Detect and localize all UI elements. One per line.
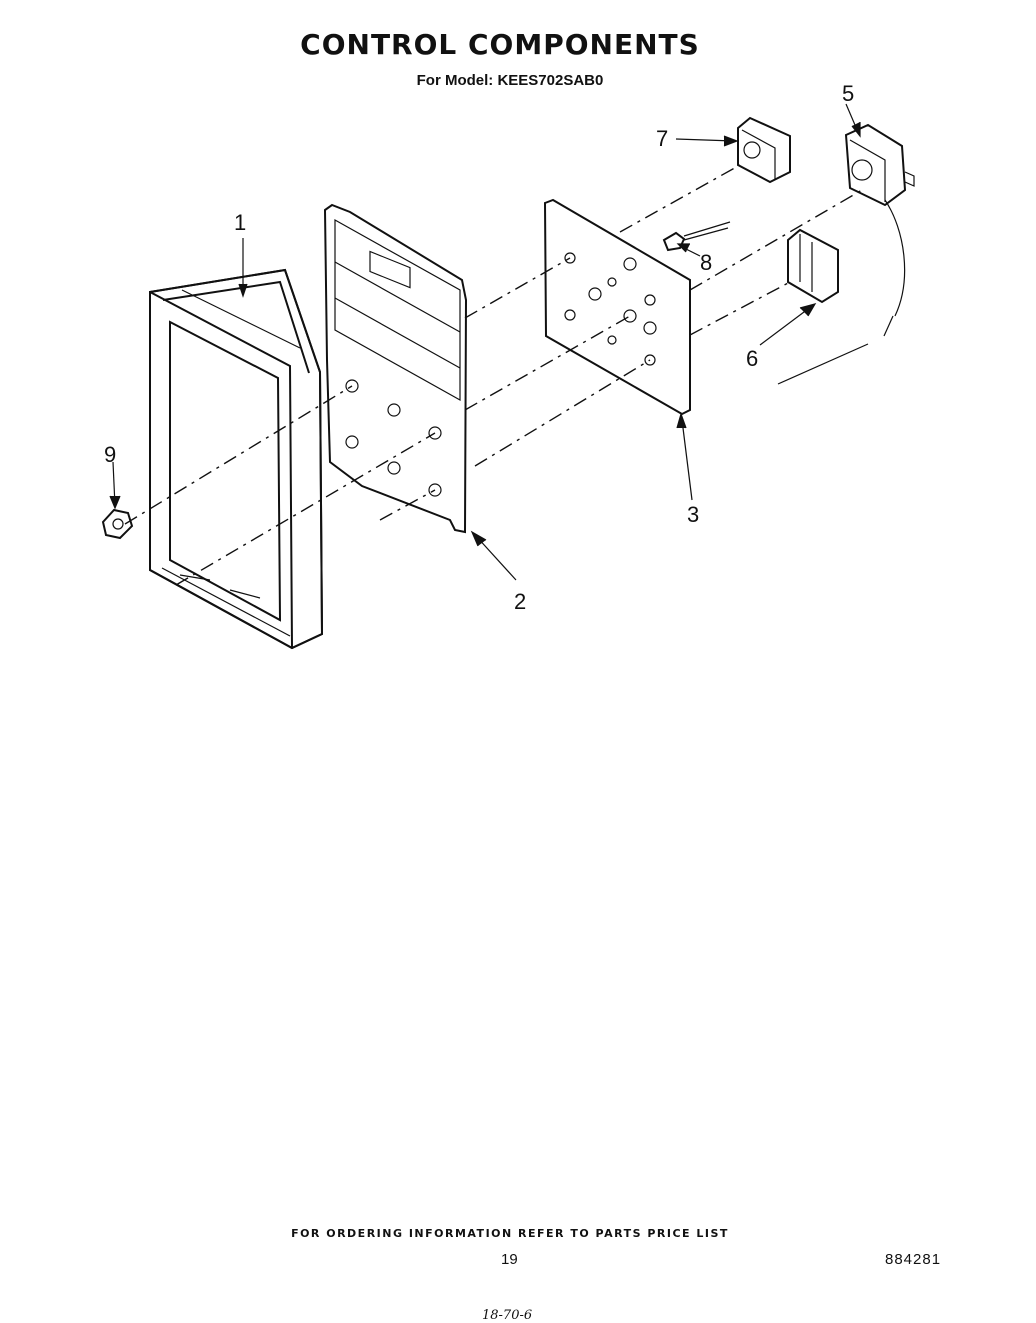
page-number: 19 — [501, 1251, 518, 1268]
leader-lines — [109, 103, 861, 581]
callout-1: 1 — [234, 210, 246, 235]
assembly-lines — [124, 164, 869, 586]
model-subtitle: For Model: KEES702SAB0 — [416, 72, 604, 89]
callout-8: 8 — [700, 250, 712, 275]
part-7-component — [737, 116, 791, 184]
part-1-frame — [149, 268, 324, 650]
callout-7: 7 — [656, 126, 668, 151]
page-title: CONTROL COMPONENTS — [300, 28, 700, 61]
ordering-note: FOR ORDERING INFORMATION REFER TO PARTS … — [291, 1227, 729, 1240]
part-3-circuit-board — [543, 198, 691, 416]
part-2-bracket — [323, 203, 468, 534]
handwritten-note: 18-70-6 — [482, 1308, 533, 1323]
part-9-knob — [101, 508, 134, 540]
bracket-holes — [345, 379, 442, 497]
part-5-motor — [844, 123, 915, 337]
board-holes — [564, 252, 657, 366]
callout-6: 6 — [746, 346, 758, 371]
callout-9: 9 — [104, 442, 116, 467]
part-6-relay — [787, 228, 839, 304]
callout-2: 2 — [514, 589, 526, 614]
document-number: 884281 — [885, 1251, 942, 1268]
part-8-connector — [662, 221, 731, 252]
callout-5: 5 — [842, 81, 854, 106]
callout-3: 3 — [687, 502, 699, 527]
